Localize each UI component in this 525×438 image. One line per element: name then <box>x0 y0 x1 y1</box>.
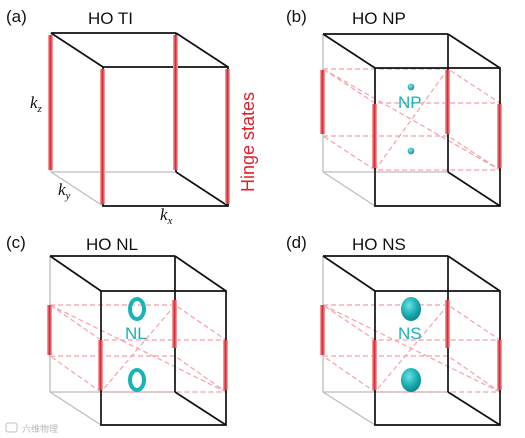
watermark-icon <box>5 422 18 433</box>
hinge-bar <box>173 35 178 170</box>
nodal-loop-lower <box>128 368 146 392</box>
hinge-bar <box>223 340 228 390</box>
hinge-bar <box>172 300 177 348</box>
hinge-bar <box>47 305 52 355</box>
hinge-bar <box>320 70 325 134</box>
cube-a-hidden-edges <box>50 33 176 207</box>
node-label-ns: NS <box>398 324 422 343</box>
watermark-text: 六维物理 <box>22 423 58 435</box>
hinge-bar <box>445 300 450 348</box>
nodal-surface-lower <box>401 368 421 392</box>
panel-a-label: (a) <box>6 7 27 26</box>
panel-a-title: HO TI <box>88 9 133 28</box>
node-point-upper <box>407 83 415 91</box>
node-point-lower <box>407 147 415 155</box>
hinge-bar <box>497 340 502 390</box>
hinge-states-d <box>320 300 502 390</box>
axis-ky: ky <box>58 180 71 202</box>
nodal-surface-upper <box>401 297 421 321</box>
hinge-bar <box>497 104 502 168</box>
hinge-bar <box>98 340 103 390</box>
axis-kx: kx <box>160 205 173 227</box>
hinge-bar <box>225 69 230 204</box>
panel-a: (a) HO TI kz ky kx Hinge states <box>6 7 258 227</box>
nodal-loop-upper <box>128 297 146 321</box>
watermark: 六维物理 <box>5 422 58 435</box>
cube-b-edges <box>322 33 501 207</box>
node-label-nl: NL <box>125 324 147 343</box>
hinge-bar <box>372 340 377 390</box>
hinge-states-a <box>48 35 230 204</box>
panel-d: (d) HO NS NS <box>286 233 502 426</box>
hinge-states-b <box>320 70 502 168</box>
panel-b-title: HO NP <box>352 9 406 28</box>
hinge-bar <box>100 69 105 204</box>
node-label-np: NP <box>398 93 422 112</box>
axis-kz: kz <box>30 93 43 115</box>
cube-b-hidden-edges <box>322 34 448 207</box>
hinge-bar <box>320 305 325 355</box>
hinge-bar <box>445 70 450 134</box>
panel-c-title: HO NL <box>86 235 138 254</box>
panel-c-label: (c) <box>6 233 26 252</box>
panel-c: (c) HO NL NL <box>6 233 228 426</box>
panel-b-label: (b) <box>286 7 307 26</box>
cube-a-edges <box>50 32 229 207</box>
hinge-states-label: Hinge states <box>238 92 258 192</box>
hinge-bar <box>48 35 53 170</box>
hinge-states-c <box>47 300 228 390</box>
panel-b: (b) HO NP NP <box>286 7 503 207</box>
panel-d-title: HO NS <box>352 235 406 254</box>
panel-d-label: (d) <box>286 233 307 252</box>
hinge-bar <box>372 104 377 168</box>
